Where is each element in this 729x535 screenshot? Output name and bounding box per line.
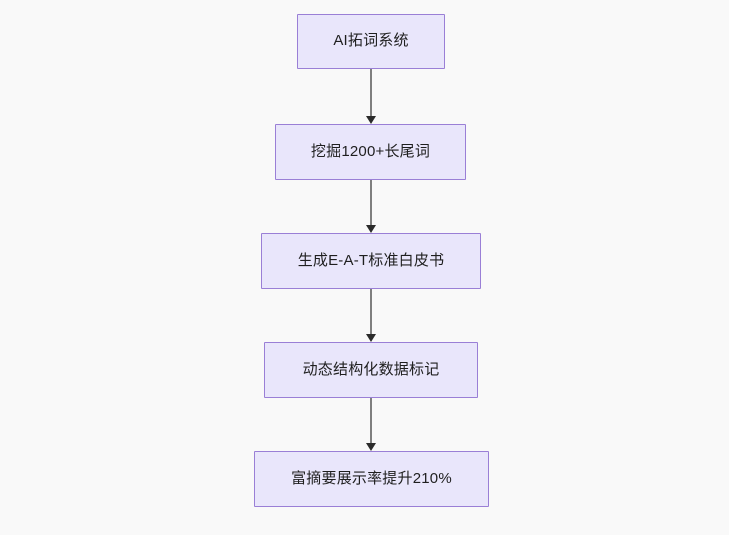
flow-node-label: 动态结构化数据标记 [302, 360, 440, 378]
flow-node-ai-keyword-system[interactable]: AI拓词系统 [297, 14, 445, 69]
edge-line [370, 69, 372, 117]
edge-line [370, 289, 372, 335]
edge-line [370, 180, 372, 226]
arrowhead-icon [366, 225, 376, 233]
flow-node-generate-eat-whitepaper[interactable]: 生成E-A-T标准白皮书 [261, 233, 481, 289]
edge-n1-n2 [366, 69, 376, 124]
edge-line [370, 398, 372, 444]
flow-node-label: AI拓词系统 [333, 32, 409, 50]
flow-node-label: 富摘要展示率提升210% [291, 469, 452, 487]
edge-n2-n3 [366, 180, 376, 233]
flow-node-dynamic-structured-data-markup[interactable]: 动态结构化数据标记 [264, 342, 478, 398]
flow-node-mine-longtail-keywords[interactable]: 挖掘1200+长尾词 [275, 124, 466, 180]
edge-n3-n4 [366, 289, 376, 342]
arrowhead-icon [366, 116, 376, 124]
flow-node-label: 挖掘1200+长尾词 [310, 142, 431, 160]
arrowhead-icon [366, 443, 376, 451]
flow-node-rich-snippet-impression-uplift[interactable]: 富摘要展示率提升210% [254, 451, 489, 507]
flow-node-label: 生成E-A-T标准白皮书 [297, 251, 445, 269]
edge-n4-n5 [366, 398, 376, 451]
arrowhead-icon [366, 334, 376, 342]
